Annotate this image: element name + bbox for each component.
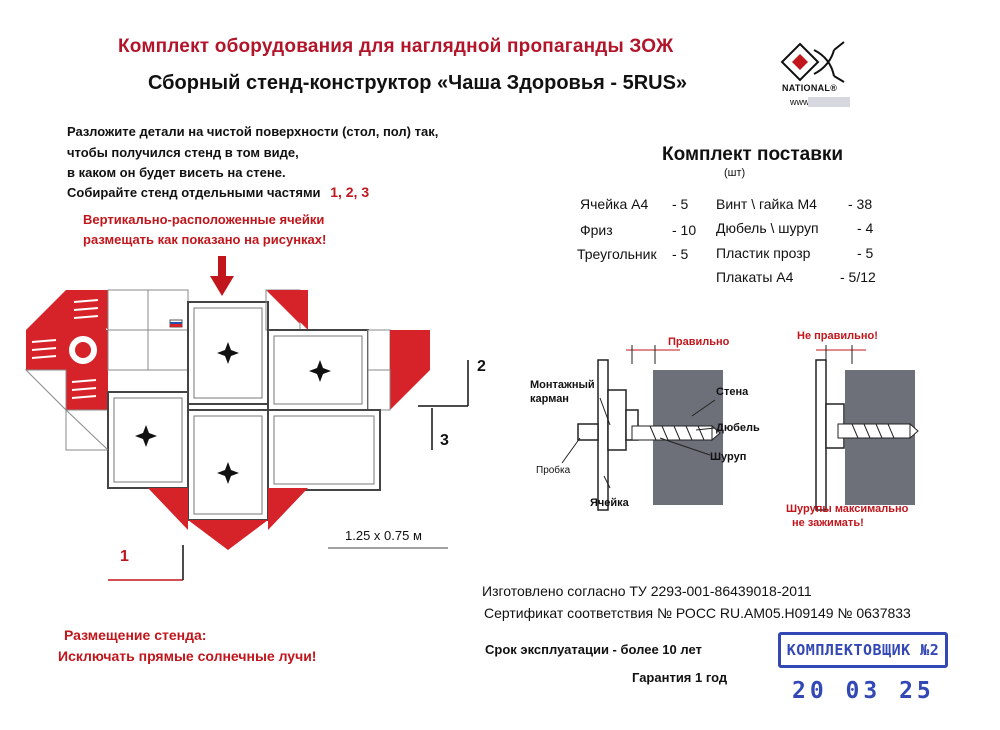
kit-item-name: Ячейка А4 [580, 196, 649, 212]
part-3-label: 3 [440, 432, 449, 449]
packer-stamp: КОМПЛЕКТОВЩИК №2 [778, 632, 948, 668]
mount-correct-label: Правильно [668, 336, 730, 348]
kit-title: Комплект поставки [662, 144, 844, 165]
kit-item-qty: - 5 [672, 246, 689, 262]
instruction-text: Собирайте стенд отдельными частями [67, 185, 321, 200]
national-logo-icon [780, 41, 845, 83]
warning-line-1: Вертикально-расположенные ячейки [83, 212, 325, 227]
part-1-label: 1 [120, 548, 129, 565]
placement-title: Размещение стенда: [64, 627, 207, 643]
logo-brand: NATIONAL® [782, 83, 838, 93]
kit-item-name: Винт \ гайка М4 [716, 196, 817, 212]
stand-layout-diagram [24, 256, 469, 581]
mount-plug-label: Пробка [536, 465, 571, 476]
mount-dowel-label: Дюбель [716, 422, 760, 434]
instruction-parts: 1, 2, 3 [330, 184, 370, 200]
kit-item-name: Дюбель \ шуруп [716, 220, 819, 236]
instruction-line-3: в каком он будет висеть на стене. [67, 165, 286, 180]
logo-url-redacted [808, 97, 850, 107]
kit-item-qty: - 38 [848, 196, 873, 212]
footer-spec: Изготовлено согласно ТУ 2293-001-8643901… [482, 583, 812, 599]
kit-item-name: Треугольник [577, 246, 657, 262]
mount-cell-label: Ячейка [590, 497, 629, 509]
stand-size: 1.25 x 0.75 м [345, 528, 422, 543]
kit-item-qty: - 10 [672, 222, 697, 238]
footer-cert: Сертификат соответствия № РОСС RU.АМ05.Н… [484, 605, 911, 621]
footer-warranty: Гарантия 1 год [632, 670, 728, 685]
page-subtitle: Сборный стенд-конструктор «Чаша Здоровья… [148, 72, 688, 94]
mount-screw-label: Шуруп [710, 451, 747, 463]
warning-line-2: размещать как показано на рисунках! [83, 232, 327, 247]
kit-item-qty: - 5/12 [840, 269, 876, 285]
stamp-date: 20 03 25 [792, 678, 935, 704]
kit-unit: (шт) [724, 167, 746, 179]
kit-item-qty: - 5 [672, 196, 689, 212]
kit-item-name: Пластик прозр [716, 245, 811, 261]
mount-incorrect-label: Не правильно! [797, 330, 878, 342]
page-title: Комплект оборудования для наглядной проп… [118, 36, 674, 57]
mount-wall-label: Стена [716, 386, 749, 398]
instruction-line-4: Собирайте стенд отдельными частями 1, 2,… [67, 184, 369, 200]
logo-www: www [790, 97, 810, 107]
mount-warning-2: не зажимать! [792, 517, 864, 529]
mount-warning-1: Шурупы максимально [786, 503, 909, 515]
kit-item-name: Фриз [580, 222, 613, 238]
mounting-diagrams [561, 345, 919, 511]
kit-item-name: Плакаты А4 [716, 269, 794, 285]
kit-item-qty: - 4 [857, 220, 874, 236]
placement-text: Исключать прямые солнечные лучи! [58, 648, 317, 664]
footer-life: Срок эксплуатации - более 10 лет [485, 642, 702, 657]
kit-item-qty: - 5 [857, 245, 874, 261]
instruction-line-1: Разложите детали на чистой поверхности (… [67, 124, 439, 139]
instruction-line-2: чтобы получился стенд в том виде, [67, 145, 299, 160]
mount-pocket-label: Монтажный карман [530, 379, 595, 405]
part-2-label: 2 [477, 358, 486, 375]
